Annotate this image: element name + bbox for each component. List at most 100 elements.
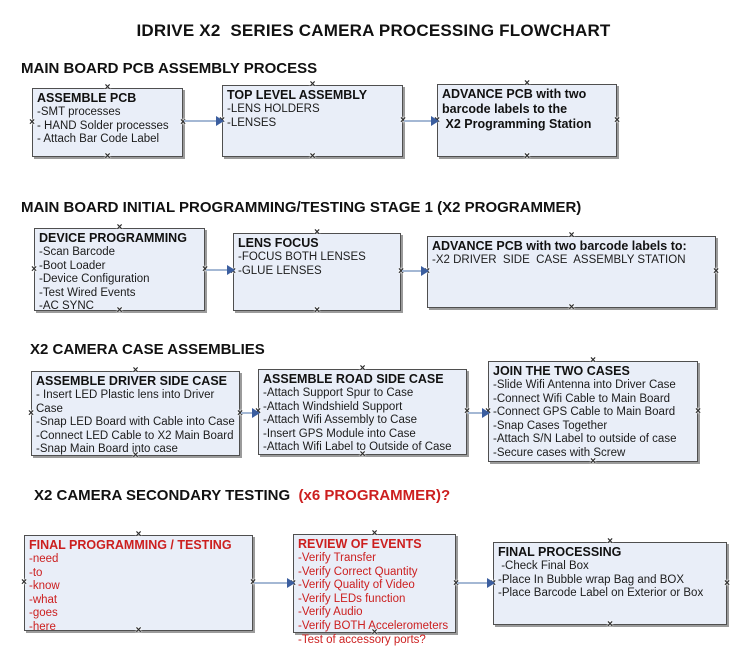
flow-arrow bbox=[457, 578, 495, 588]
box-assemble-road-side-case: ×××× ASSEMBLE ROAD SIDE CASE -Attach Sup… bbox=[255, 364, 470, 460]
arrowhead-icon bbox=[431, 116, 439, 126]
box-item: -SMT processes bbox=[37, 106, 121, 118]
section-heading-initial-programming: MAIN BOARD INITIAL PROGRAMMING/TESTING S… bbox=[21, 199, 582, 216]
arrowhead-icon bbox=[227, 265, 235, 275]
box-title: ASSEMBLE PCB bbox=[37, 91, 137, 105]
page-title: IDRIVE X2 SERIES CAMERA PROCESSING FLOWC… bbox=[136, 21, 611, 40]
flow-arrow bbox=[468, 408, 490, 418]
flow-arrow bbox=[206, 265, 235, 275]
arrowhead-icon bbox=[421, 266, 429, 276]
box-item: -goes bbox=[29, 607, 58, 620]
arrowhead-icon bbox=[252, 408, 260, 418]
box-item: -Verify BOTH Accelerometers bbox=[298, 619, 449, 632]
box-item: -Test of accessory ports? bbox=[298, 633, 426, 646]
arrowhead-icon bbox=[287, 578, 295, 588]
heading-red-part: (x6 PROGRAMMER)? bbox=[298, 487, 451, 504]
connection-handle-icon: × bbox=[607, 619, 613, 630]
box-item: -Connect LED Cable to X2 Main Board bbox=[36, 429, 234, 442]
box-item: -GLUE LENSES bbox=[238, 264, 322, 277]
box-item: -Snap LED Board with Cable into Case bbox=[36, 416, 235, 429]
box-item: -Test Wired Events bbox=[39, 286, 136, 299]
box-assemble-driver-side-case: ×××× ASSEMBLE DRIVER SIDE CASE - Insert … bbox=[28, 366, 243, 461]
box-title: ADVANCE PCB with two barcode labels to: bbox=[432, 239, 687, 253]
box-item: -here bbox=[29, 620, 56, 633]
section-heading-secondary-testing: X2 CAMERA SECONDARY TESTING (x6 PROGRAMM… bbox=[34, 487, 450, 504]
box-item: -Verify Audio bbox=[298, 606, 363, 619]
box-device-programming: ×××× DEVICE PROGRAMMING -Scan Barcode -B… bbox=[31, 223, 208, 316]
box-item: -Secure cases with Screw bbox=[493, 446, 626, 459]
section-heading-case-assemblies: X2 CAMERA CASE ASSEMBLIES bbox=[30, 341, 265, 358]
box-title: ASSEMBLE DRIVER SIDE CASE bbox=[36, 374, 228, 388]
box-item: -Verify Transfer bbox=[298, 552, 376, 564]
box-item: -Scan Barcode bbox=[39, 246, 116, 258]
box-item: -FOCUS BOTH LENSES bbox=[238, 251, 366, 263]
box-lens-focus: ×××× LENS FOCUS -FOCUS BOTH LENSES -GLUE… bbox=[230, 228, 404, 316]
box-item: -Attach S/N Label to outside of case bbox=[493, 433, 677, 446]
box-item: -Device Configuration bbox=[39, 273, 150, 286]
arrowhead-icon bbox=[216, 116, 224, 126]
box-item: -Attach Wifi Label to Outside of Case bbox=[263, 441, 452, 454]
box-item: -Check Final Box bbox=[498, 560, 589, 572]
box-item: - Attach Bar Code Label bbox=[37, 133, 160, 146]
flow-arrow bbox=[404, 116, 439, 126]
arrowhead-icon bbox=[482, 408, 490, 418]
connection-handle-icon: × bbox=[568, 302, 575, 313]
flow-arrow bbox=[254, 578, 295, 588]
box-item: -X2 DRIVER SIDE CASE ASSEMBLY STATION bbox=[432, 254, 686, 266]
box-item: -Insert GPS Module into Case bbox=[263, 427, 416, 440]
connection-handle-icon: × bbox=[695, 405, 701, 417]
box-item: -to bbox=[29, 566, 43, 579]
connection-handle-icon: × bbox=[524, 151, 530, 162]
connection-handle-icon: × bbox=[29, 116, 35, 128]
connection-handle-icon: × bbox=[314, 305, 320, 316]
box-item: -Verify Quality of Video bbox=[298, 579, 415, 592]
connection-handle-icon: × bbox=[614, 114, 620, 126]
box-item: -AC SYNC bbox=[39, 300, 94, 313]
box-title: LENS FOCUS bbox=[238, 236, 319, 250]
box-item: - Insert LED Plastic lens into Driver Ca… bbox=[36, 389, 218, 415]
box-item: -Attach Wifi Assembly to Case bbox=[263, 414, 418, 427]
box-final-processing: ×××× FINAL PROCESSING -Check Final Box -… bbox=[490, 537, 730, 630]
box-item: -Connect GPS Cable to Main Board bbox=[493, 406, 676, 419]
box-advance-pcb-programming-station: ×××× ADVANCE PCB with two barcode labels… bbox=[434, 79, 620, 162]
box-advance-pcb-driver-side: ×××× ADVANCE PCB with two barcode labels… bbox=[424, 231, 719, 313]
box-title: ASSEMBLE ROAD SIDE CASE bbox=[263, 372, 444, 386]
box-assemble-pcb: ×××× ASSEMBLE PCB -SMT processes - HAND … bbox=[29, 83, 186, 162]
box-item: -Place Barcode Label on Exterior or Box bbox=[498, 587, 704, 600]
box-top-level-assembly: ×××× TOP LEVEL ASSEMBLY -LENS HOLDERS -L… bbox=[219, 80, 406, 162]
connection-handle-icon: × bbox=[309, 151, 316, 162]
box-item: - HAND Solder processes bbox=[37, 119, 169, 132]
box-title: JOIN THE TWO CASES bbox=[493, 364, 630, 378]
flow-arrow bbox=[184, 116, 224, 126]
box-item: -Attach Windshield Support bbox=[263, 400, 403, 413]
flow-arrow bbox=[402, 266, 429, 276]
box-item: -Snap Cases Together bbox=[493, 419, 608, 432]
box-item: -Place In Bubble wrap Bag and BOX bbox=[498, 573, 685, 586]
box-item: -Verify Correct Quantity bbox=[298, 565, 418, 578]
box-item: -Connect Wifi Cable to Main Board bbox=[493, 392, 671, 405]
flow-arrow bbox=[241, 408, 260, 418]
box-item: -LENSES bbox=[227, 116, 277, 129]
connection-handle-icon: × bbox=[28, 407, 34, 419]
box-item: -know bbox=[29, 580, 60, 593]
box-item: -Verify LEDs function bbox=[298, 592, 406, 605]
box-item: -Boot Loader bbox=[39, 259, 106, 272]
arrowhead-icon bbox=[487, 578, 495, 588]
box-join-two-cases: ×××× JOIN THE TWO CASES -Slide Wifi Ante… bbox=[485, 356, 701, 467]
box-title: REVIEW OF EVENTS bbox=[298, 537, 422, 551]
box-title: DEVICE PROGRAMMING bbox=[39, 231, 187, 245]
heading-black-part: X2 CAMERA SECONDARY TESTING bbox=[34, 487, 299, 504]
box-review-of-events: ×××× REVIEW OF EVENTS -Verify Transfer -… bbox=[290, 529, 459, 646]
box-item: -need bbox=[29, 553, 59, 565]
box-item: -Attach Support Spur to Case bbox=[263, 387, 414, 399]
connection-handle-icon: × bbox=[724, 577, 730, 589]
box-title: ADVANCE PCB with two barcode labels to t… bbox=[442, 87, 592, 131]
box-title: FINAL PROGRAMMING / TESTING bbox=[29, 538, 232, 552]
connection-handle-icon: × bbox=[21, 577, 27, 588]
connection-handle-icon: × bbox=[31, 263, 37, 275]
box-item: -Slide Wifi Antenna into Driver Case bbox=[493, 379, 676, 391]
box-item: -what bbox=[29, 593, 58, 606]
box-item: -LENS HOLDERS bbox=[227, 103, 320, 115]
box-title: FINAL PROCESSING bbox=[498, 545, 622, 559]
